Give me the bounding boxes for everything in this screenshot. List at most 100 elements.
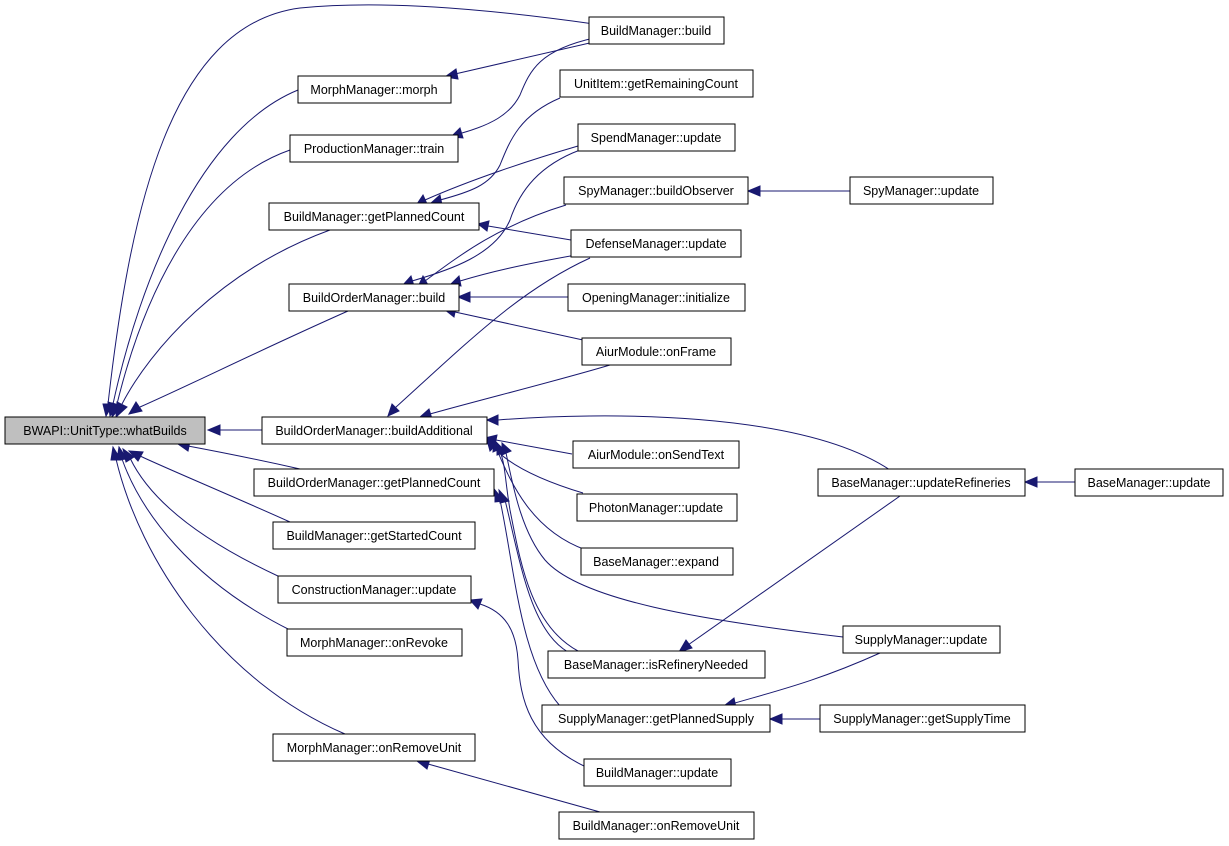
node-label: SupplyManager::update <box>855 633 988 647</box>
edge-bmupdate-to-construction <box>479 603 585 767</box>
edge-onremoveunit-to-whatbuilds <box>115 458 346 735</box>
node-buildordermanager-buildadditional[interactable]: BuildOrderManager::buildAdditional <box>261 416 488 445</box>
arrowhead <box>468 598 483 610</box>
node-label: AiurModule::onFrame <box>596 345 716 359</box>
edge-updaterefineries-to-buildadditional <box>497 415 891 471</box>
edge-construction-to-whatbuilds <box>129 457 281 578</box>
edge-expand-to-buildadditional <box>496 449 587 551</box>
arrowhead <box>110 445 122 461</box>
node-label: BuildOrderManager::build <box>303 291 445 305</box>
nodes: BWAPI::UnitType::whatBuilds BuildManager… <box>4 16 1224 840</box>
arrowhead <box>206 424 221 436</box>
node-basemanager-isrefineryneeded[interactable]: BaseManager::isRefineryNeeded <box>547 650 766 679</box>
edge-build-to-train <box>461 37 595 134</box>
node-label: UnitItem::getRemainingCount <box>574 77 738 91</box>
node-buildmanager-getplannedcount[interactable]: BuildManager::getPlannedCount <box>268 202 480 231</box>
arrowhead <box>127 401 143 415</box>
node-label: ConstructionManager::update <box>292 583 457 597</box>
edge-spend-to-bom-build <box>411 149 581 282</box>
edge-train-to-whatbuilds <box>116 149 291 405</box>
edge-bm-onremove-to-morph-onremove <box>427 763 601 813</box>
edge-supplyupdate-to-buildadditional <box>505 452 844 638</box>
node-label: BuildOrderManager::buildAdditional <box>275 424 472 438</box>
node-basemanager-update[interactable]: BaseManager::update <box>1074 468 1224 497</box>
node-defensemanager-update[interactable]: DefenseManager::update <box>570 229 742 258</box>
node-productionmanager-train[interactable]: ProductionManager::train <box>289 134 459 163</box>
node-openingmanager-initialize[interactable]: OpeningManager::initialize <box>567 283 746 312</box>
node-label: BaseManager::update <box>1087 476 1210 490</box>
node-aiurmodule-onframe[interactable]: AiurModule::onFrame <box>581 337 732 366</box>
node-label: BaseManager::updateRefineries <box>831 476 1010 490</box>
node-buildordermanager-build[interactable]: BuildOrderManager::build <box>288 283 460 312</box>
node-label: OpeningManager::initialize <box>582 291 730 305</box>
arrowhead <box>768 713 783 725</box>
node-label: SpyManager::update <box>863 184 979 198</box>
edges <box>107 4 1075 813</box>
edge-onrevoke-to-whatbuilds <box>121 458 291 631</box>
node-label: MorphManager::morph <box>310 83 437 97</box>
node-label: SpendManager::update <box>591 131 722 145</box>
edge-bm-planned-to-whatbuilds <box>121 229 331 405</box>
edge-spyobs-to-bom-build <box>424 204 567 282</box>
node-spymanager-update[interactable]: SpyManager::update <box>849 176 994 205</box>
node-label: BuildManager::getPlannedCount <box>284 210 465 224</box>
edge-plannedsupply-to-bom-planned <box>499 499 561 707</box>
edge-updaterefineries-to-isrefinery <box>687 495 901 646</box>
edge-onsendtext-to-buildadditional <box>495 439 573 455</box>
node-buildordermanager-getplannedcount[interactable]: BuildOrderManager::getPlannedCount <box>253 468 495 497</box>
edge-remaining-to-bm-planned <box>439 97 561 201</box>
edge-build-to-whatbuilds <box>107 4 595 405</box>
edge-onframe-to-buildadditional <box>429 364 611 415</box>
arrowhead <box>115 401 128 419</box>
arrowhead <box>746 185 761 197</box>
edge-defense-to-bm-planned <box>487 225 572 241</box>
node-basemanager-updaterefineries[interactable]: BaseManager::updateRefineries <box>817 468 1026 497</box>
edge-morph-to-whatbuilds <box>112 89 299 405</box>
node-photonmanager-update[interactable]: PhotonManager::update <box>576 493 738 522</box>
node-label: DefenseManager::update <box>585 237 726 251</box>
edge-spend-to-bm-planned <box>424 145 579 201</box>
arrowhead <box>485 414 499 426</box>
node-unititem-getremainingcount[interactable]: UnitItem::getRemainingCount <box>559 69 754 98</box>
node-label: MorphManager::onRevoke <box>300 636 448 650</box>
node-buildmanager-getstartedcount[interactable]: BuildManager::getStartedCount <box>272 521 476 550</box>
node-buildmanager-onremoveunit[interactable]: BuildManager::onRemoveUnit <box>558 811 755 840</box>
node-supplymanager-update[interactable]: SupplyManager::update <box>842 625 1001 654</box>
arrowhead <box>496 441 507 456</box>
edge-isrefinery-to-bom-planned <box>504 499 569 653</box>
edge-isrefinery-to-buildadditional <box>499 451 579 652</box>
node-morphmanager-onremoveunit[interactable]: MorphManager::onRemoveUnit <box>272 733 476 762</box>
edge-photon-to-buildadditional <box>493 447 584 494</box>
node-label: PhotonManager::update <box>589 501 723 515</box>
arrowhead <box>494 488 505 503</box>
node-supplymanager-getplannedsupply[interactable]: SupplyManager::getPlannedSupply <box>541 704 771 733</box>
edge-build-to-morph <box>454 41 595 75</box>
node-buildmanager-build[interactable]: BuildManager::build <box>588 16 725 45</box>
node-aiurmodule-onsendtext[interactable]: AiurModule::onSendText <box>572 440 740 469</box>
node-spendmanager-update[interactable]: SpendManager::update <box>577 123 736 152</box>
node-label: SupplyManager::getSupplyTime <box>833 712 1010 726</box>
node-basemanager-expand[interactable]: BaseManager::expand <box>580 547 734 576</box>
node-buildmanager-update[interactable]: BuildManager::update <box>583 758 732 787</box>
node-label: MorphManager::onRemoveUnit <box>287 741 462 755</box>
node-supplymanager-getsupplytime[interactable]: SupplyManager::getSupplyTime <box>819 704 1026 733</box>
node-label: SupplyManager::getPlannedSupply <box>558 712 755 726</box>
node-morphmanager-morph[interactable]: MorphManager::morph <box>297 75 452 104</box>
node-spymanager-buildobserver[interactable]: SpyManager::buildObserver <box>563 176 749 205</box>
node-label: BWAPI::UnitType::whatBuilds <box>23 424 187 438</box>
node-whatbuilds[interactable]: BWAPI::UnitType::whatBuilds <box>4 416 206 445</box>
edge-bom-build-to-whatbuilds <box>139 310 349 408</box>
edge-defense-to-buildadditional <box>394 257 591 409</box>
arrowhead <box>456 291 471 303</box>
node-label: BuildManager::onRemoveUnit <box>573 819 740 833</box>
node-label: BaseManager::expand <box>593 555 719 569</box>
node-morphmanager-onrevoke[interactable]: MorphManager::onRevoke <box>286 628 463 657</box>
edge-supplyupdate-to-plannedsupply <box>734 652 881 704</box>
edge-bom-planned-to-whatbuilds <box>187 445 301 470</box>
node-label: BuildOrderManager::getPlannedCount <box>268 476 481 490</box>
arrowhead <box>476 220 490 232</box>
node-label: BuildManager::update <box>596 766 718 780</box>
node-constructionmanager-update[interactable]: ConstructionManager::update <box>277 575 472 604</box>
edge-onframe-to-bom-build <box>454 311 584 341</box>
